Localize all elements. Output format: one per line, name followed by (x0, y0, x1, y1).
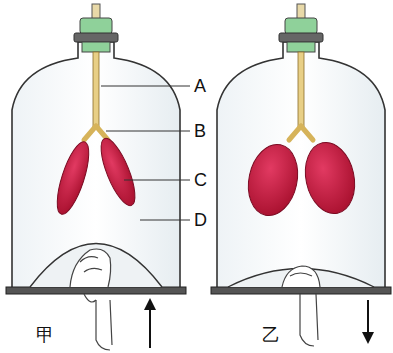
part-letter: C (194, 171, 207, 189)
part-letter: D (194, 211, 207, 229)
figure-label: 乙 (262, 326, 280, 344)
part-letter: A (194, 77, 206, 95)
figure-label: 甲 (36, 326, 54, 344)
part-letter: B (194, 122, 206, 140)
